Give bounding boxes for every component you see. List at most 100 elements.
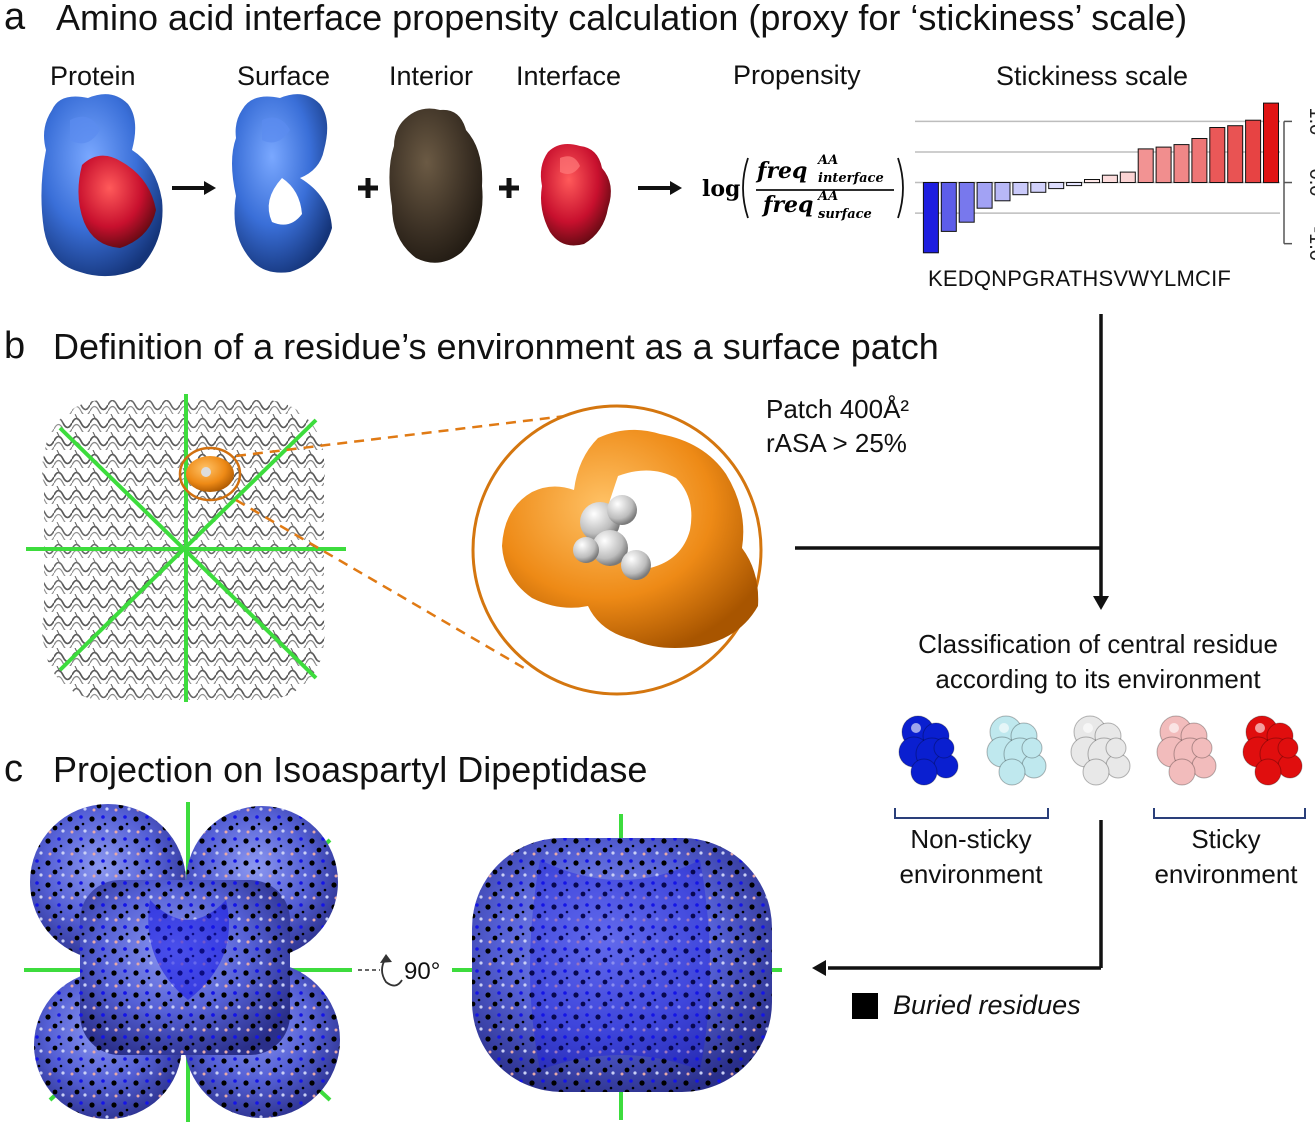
buried-residues-legend-swatch xyxy=(852,993,878,1019)
residue-sphere-4-highlight xyxy=(1255,723,1265,733)
interior-molecule-image xyxy=(389,108,483,263)
patch-zoom-image xyxy=(471,404,763,696)
residue-sphere-0 xyxy=(898,715,959,786)
bar-V xyxy=(1137,148,1154,183)
formula-denominator-base: freq xyxy=(761,192,813,218)
bar-G xyxy=(1030,182,1047,193)
bar-R xyxy=(1048,182,1065,190)
surface-molecule-image xyxy=(232,94,332,273)
formula-numerator-sub: interface xyxy=(818,171,884,186)
propensity-formula: log freq AA interface freq AA surface xyxy=(702,153,904,222)
flow-arrowhead-left xyxy=(812,960,826,976)
bar-L xyxy=(1191,138,1208,183)
plus-2-icon xyxy=(499,178,519,198)
chart-y-axis: -1.0 0.0 1.0 xyxy=(1283,107,1315,261)
classification-title-line2: according to its environment xyxy=(935,664,1261,694)
interface-molecule-image xyxy=(540,144,611,246)
bar-T xyxy=(1084,179,1100,184)
residue-sphere-3 xyxy=(1156,715,1217,786)
y-tick-label-0: -1.0 xyxy=(1305,226,1315,260)
panel-a-letter: a xyxy=(4,0,26,38)
residue-sphere-0-atom-6 xyxy=(933,737,955,759)
y-tick-label-1: 0.0 xyxy=(1305,169,1315,197)
bar-E xyxy=(940,182,957,232)
bar-C xyxy=(1227,125,1244,184)
flow-arrows xyxy=(795,314,1103,970)
panel-c-title: Projection on Isoaspartyl Dipeptidase xyxy=(53,749,648,790)
bar-K xyxy=(922,182,939,254)
zoom-dashed-lines xyxy=(235,412,583,670)
panel-b-letter: b xyxy=(4,325,26,367)
y-tick-label-2: 1.0 xyxy=(1305,107,1315,135)
bar-S xyxy=(1119,171,1136,184)
residue-sphere-0-atom-5 xyxy=(910,758,938,786)
chart-x-tick-labels: KEDQNPGRATHSVWYLMCIF xyxy=(928,266,1232,291)
residue-sphere-3-atom-6 xyxy=(1191,737,1213,759)
bar-D xyxy=(958,182,975,223)
residue-sphere-3-atom-5 xyxy=(1168,758,1196,786)
rasa-threshold-label: rASA > 25% xyxy=(766,428,907,458)
bar-Q xyxy=(976,182,993,209)
highlighted-patch-small xyxy=(178,446,242,502)
patch-size-label: Patch 400Å² xyxy=(766,394,910,424)
bar-I xyxy=(1245,119,1262,184)
rotation-arrow-icon xyxy=(358,954,403,987)
bar-H xyxy=(1101,174,1118,183)
label-propensity: Propensity xyxy=(733,60,861,90)
residue-sphere-4-atom-6 xyxy=(1277,737,1299,759)
plus-1-icon xyxy=(358,178,378,198)
non-sticky-label-line1: Non-sticky xyxy=(910,824,1032,854)
formula-log: log xyxy=(702,176,740,202)
arrow-2-icon xyxy=(638,181,682,195)
residue-sphere-1-atom-6 xyxy=(1021,737,1043,759)
residue-sphere-3-highlight xyxy=(1169,723,1179,733)
residue-sphere-2 xyxy=(1070,715,1131,786)
panel-a-title: Amino acid interface propensity calculat… xyxy=(56,0,1188,38)
residue-spheres xyxy=(898,715,1303,786)
bar-F xyxy=(1263,102,1279,184)
bar-M xyxy=(1209,127,1226,183)
panel-b-title: Definition of a residue’s environment as… xyxy=(53,326,939,367)
label-stickiness-scale: Stickiness scale xyxy=(996,61,1189,91)
panel-c-letter: c xyxy=(4,748,23,790)
protein-molecule-image xyxy=(41,94,163,277)
central-residue-grey xyxy=(573,495,651,580)
residue-sphere-2-atom-5 xyxy=(1082,758,1110,786)
rotation-label: 90° xyxy=(404,958,441,985)
bar-P xyxy=(1012,182,1029,196)
formula-denominator-sub: surface xyxy=(818,207,872,222)
non-sticky-label-line2: environment xyxy=(899,859,1043,889)
protein-cartoon-image xyxy=(42,400,325,700)
residue-sphere-1 xyxy=(986,715,1047,786)
isoaspartyl-dipeptidase-side-view xyxy=(452,814,782,1120)
residue-sphere-1-highlight xyxy=(999,723,1009,733)
chart-bars xyxy=(922,102,1279,254)
symmetry-axes-b xyxy=(26,394,346,702)
label-protein: Protein xyxy=(50,61,136,91)
residue-sphere-1-atom-5 xyxy=(998,758,1026,786)
sticky-label-line2: environment xyxy=(1154,859,1298,889)
flow-arrowhead-down xyxy=(1093,596,1109,610)
label-interior: Interior xyxy=(389,61,474,91)
formula-numerator-base: freq xyxy=(755,158,807,184)
buried-residues-label: Buried residues xyxy=(893,990,1081,1020)
formula-numerator-sup: AA xyxy=(816,153,838,168)
label-interface: Interface xyxy=(516,61,622,91)
residue-sphere-2-atom-6 xyxy=(1105,737,1127,759)
classification-title-line1: Classification of central residue xyxy=(918,629,1278,659)
residue-sphere-2-highlight xyxy=(1083,723,1093,733)
bar-N xyxy=(994,182,1011,202)
bar-A xyxy=(1066,182,1083,187)
label-surface: Surface xyxy=(237,61,331,91)
sticky-label-line1: Sticky xyxy=(1191,824,1261,854)
formula-denominator-sup: AA xyxy=(816,189,838,204)
residue-sphere-4 xyxy=(1242,715,1303,786)
arrow-1-icon xyxy=(172,181,216,195)
isoaspartyl-dipeptidase-front-view xyxy=(24,802,352,1122)
residue-sphere-0-highlight xyxy=(911,723,921,733)
bar-W xyxy=(1155,146,1172,184)
stickiness-bar-chart: -1.0 0.0 1.0 xyxy=(915,102,1315,261)
category-brackets xyxy=(894,808,1306,819)
residue-sphere-4-atom-5 xyxy=(1254,758,1282,786)
